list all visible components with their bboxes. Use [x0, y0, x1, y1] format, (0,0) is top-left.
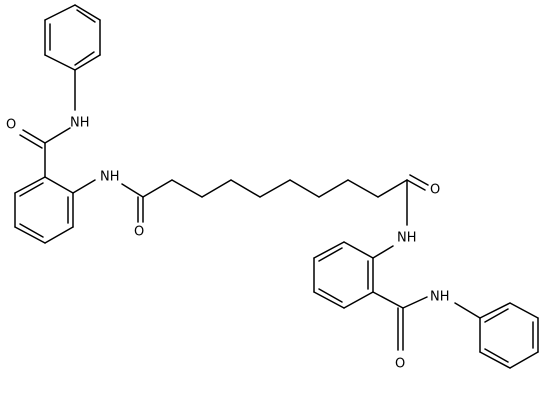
bond-ring-nh-left [72, 179, 96, 194]
aliphatic-chain [142, 179, 408, 198]
nh-left-linker-label: NH [100, 170, 120, 185]
top-benzamide-ring [14, 142, 74, 244]
bond-nh-ring-right [372, 245, 394, 259]
bond-nh-carbonyl-top [44, 127, 71, 144]
bottom-phenyl-ring [479, 302, 539, 369]
bond-carbonyl-o-right-b [409, 174, 429, 186]
nh-bottom-amide-label: NH [430, 290, 450, 305]
bottom-benzamide-ring [313, 241, 374, 309]
bond-carbonyl-o-right-a [406, 179, 426, 191]
bond-carbonyl-nh-bottom [402, 296, 428, 309]
top-phenyl-ring [44, 4, 101, 71]
o-right-linker-label: O [430, 183, 440, 198]
o-left-linker-label: O [134, 225, 144, 240]
bond-nh-phenyl-bottom [454, 302, 481, 319]
bond-carbonyl-o-top-a [22, 129, 46, 144]
nh-top-amide-label: NH [70, 116, 90, 131]
o-top-amide-label: O [6, 118, 16, 133]
o-bottom-amide-label: O [395, 357, 405, 372]
bond-nh-carbonyl-left [121, 183, 144, 198]
bond-ring-carbonyl-bottom [372, 291, 404, 309]
nh-right-linker-label: NH [397, 231, 417, 246]
bond-carbonyl-o-top-b [19, 134, 43, 149]
